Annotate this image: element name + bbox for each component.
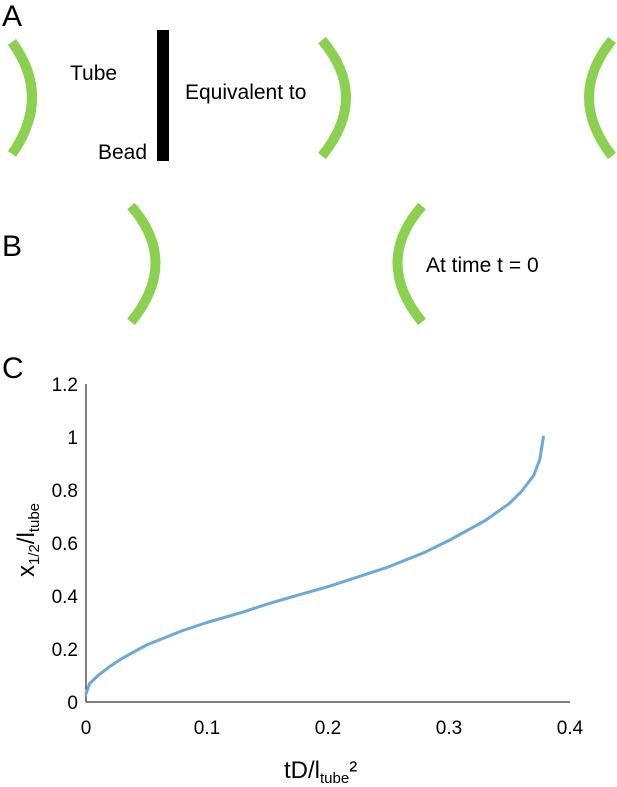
membrane-diagram bbox=[7, 30, 616, 326]
x-axis-title-sub: tube bbox=[320, 770, 350, 787]
x-axis-title-suffix: ² bbox=[349, 757, 358, 784]
bead-label: Bead bbox=[98, 141, 148, 164]
panel-a-label: A bbox=[2, 0, 23, 33]
series-line bbox=[84, 435, 545, 696]
membrane-arc-b-right bbox=[392, 202, 426, 326]
bead-bar bbox=[157, 30, 169, 161]
y-tick-label: 0 bbox=[67, 693, 78, 714]
chart-axes bbox=[85, 384, 570, 703]
y-axis-title: x1/2/ltube bbox=[13, 503, 43, 577]
time-label: At time t = 0 bbox=[426, 254, 539, 277]
y-tick-label: 1 bbox=[67, 428, 78, 449]
x-axis-title: tD/ltube² bbox=[284, 757, 357, 787]
x-tick-label: 0.2 bbox=[315, 718, 341, 739]
y-tick-label: 0.8 bbox=[52, 481, 78, 502]
y-tick-label: 0.2 bbox=[52, 640, 78, 661]
y-tick-label: 1.2 bbox=[52, 375, 78, 396]
y-axis-title-sub2: tube bbox=[26, 502, 43, 533]
x-axis-title-main: tD/l bbox=[284, 757, 320, 784]
tube-label: Tube bbox=[70, 62, 118, 85]
x-tick-label: 0.1 bbox=[194, 718, 220, 739]
y-axis-title-sub1: 1/2 bbox=[26, 544, 43, 566]
x-tick-label: 0 bbox=[81, 718, 92, 739]
y-tick-label: 0.4 bbox=[52, 587, 79, 608]
chart-ticks: 0 0.1 0.2 0.3 0.4 0 0.2 0.4 0.6 0.8 1 1.2 bbox=[52, 375, 584, 739]
x-tick-label: 0.4 bbox=[557, 718, 584, 739]
y-axis-title-main: x bbox=[13, 565, 40, 578]
x-tick-label: 0.3 bbox=[436, 718, 462, 739]
y-axis-title-mid: /l bbox=[13, 532, 40, 545]
panel-c-label: C bbox=[2, 352, 24, 385]
membrane-arc-a-left bbox=[7, 39, 37, 157]
y-tick-label: 0.6 bbox=[52, 534, 78, 555]
membrane-arc-a-right bbox=[584, 36, 616, 160]
chart-series bbox=[84, 435, 545, 696]
equivalent-label: Equivalent to bbox=[185, 81, 307, 104]
membrane-arc-b-left bbox=[127, 202, 161, 326]
panel-b-label: B bbox=[2, 230, 23, 263]
membrane-arc-a-middle bbox=[318, 36, 351, 160]
